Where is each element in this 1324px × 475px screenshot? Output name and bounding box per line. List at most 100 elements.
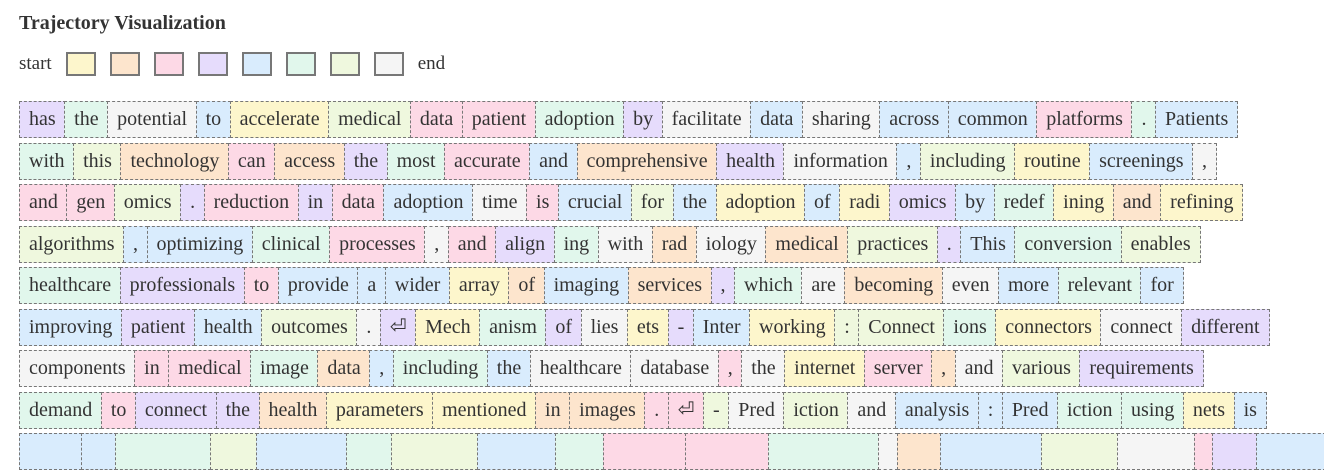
token — [1212, 433, 1257, 470]
token: health — [716, 143, 785, 180]
token: accelerate — [230, 101, 330, 138]
token: internet — [784, 350, 865, 387]
token: various — [1002, 350, 1081, 387]
token: ⏎ — [668, 392, 705, 429]
token: comprehensive — [577, 143, 718, 180]
token: which — [734, 267, 803, 304]
token: can — [228, 143, 276, 180]
page-title: Trajectory Visualization — [19, 12, 226, 35]
token: and — [955, 350, 1004, 387]
token: across — [879, 101, 949, 138]
token: redef — [994, 184, 1055, 221]
token: medical — [168, 350, 251, 387]
token: images — [569, 392, 646, 429]
token — [603, 433, 687, 470]
token: the — [673, 184, 717, 221]
legend-start-label: start — [19, 53, 52, 75]
token: medical — [328, 101, 411, 138]
token: patient — [121, 309, 195, 346]
token: nets — [1183, 392, 1235, 429]
token: adoption — [535, 101, 625, 138]
token: - — [703, 392, 730, 429]
token: healthcare — [530, 350, 632, 387]
token: practices — [847, 226, 938, 263]
token: this — [73, 143, 122, 180]
token: . — [180, 184, 205, 221]
token: routine — [1014, 143, 1091, 180]
token: align — [495, 226, 555, 263]
token: radi — [839, 184, 890, 221]
token: and — [1113, 184, 1162, 221]
token: analysis — [895, 392, 979, 429]
token: is — [526, 184, 559, 221]
token: rad — [652, 226, 698, 263]
token: with — [19, 143, 75, 180]
token: This — [960, 226, 1016, 263]
token: , — [424, 226, 449, 263]
token: in — [535, 392, 571, 429]
token: even — [942, 267, 1000, 304]
token: mentioned — [432, 392, 536, 429]
token: using — [1121, 392, 1184, 429]
token: requirements — [1079, 350, 1203, 387]
token: ining — [1053, 184, 1114, 221]
token — [477, 433, 557, 470]
token: by — [955, 184, 995, 221]
token-row-partial — [19, 433, 1324, 470]
token: , — [369, 350, 394, 387]
token — [897, 433, 942, 470]
token: processes — [329, 226, 426, 263]
token: screenings — [1089, 143, 1193, 180]
token: ⏎ — [380, 309, 417, 346]
token: potential — [107, 101, 197, 138]
token: reduction — [204, 184, 300, 221]
token: . — [937, 226, 962, 263]
token: data — [750, 101, 803, 138]
token: conversion — [1014, 226, 1122, 263]
token: algorithms — [19, 226, 125, 263]
token — [19, 433, 82, 470]
token: omics — [114, 184, 182, 221]
token: facilitate — [662, 101, 752, 138]
token: are — [801, 267, 845, 304]
token: array — [449, 267, 510, 304]
token: to — [196, 101, 232, 138]
token: to — [244, 267, 280, 304]
token: becoming — [844, 267, 943, 304]
token: iction — [1057, 392, 1123, 429]
token: health — [259, 392, 328, 429]
token: professionals — [120, 267, 246, 304]
token — [555, 433, 604, 470]
token: and — [529, 143, 578, 180]
token — [940, 433, 1042, 470]
token: demand — [19, 392, 102, 429]
token: Patients — [1155, 101, 1238, 138]
token: enables — [1121, 226, 1201, 263]
token: provide — [278, 267, 359, 304]
token: and — [19, 184, 68, 221]
token — [685, 433, 769, 470]
token: the — [487, 350, 531, 387]
token: for — [631, 184, 674, 221]
token: for — [1140, 267, 1183, 304]
token: gen — [66, 184, 115, 221]
token: , — [1192, 143, 1217, 180]
legend-swatch — [66, 52, 96, 76]
token: patient — [462, 101, 536, 138]
token: Connect — [858, 309, 945, 346]
token: wider — [385, 267, 451, 304]
token: by — [623, 101, 663, 138]
token: relevant — [1058, 267, 1142, 304]
token: , — [718, 350, 743, 387]
legend-swatches — [52, 52, 404, 76]
token: ets — [627, 309, 669, 346]
token: working — [749, 309, 836, 346]
token: access — [274, 143, 345, 180]
legend-swatch — [374, 52, 404, 76]
token: connect — [135, 392, 217, 429]
token: data — [317, 350, 370, 387]
token: server — [864, 350, 933, 387]
